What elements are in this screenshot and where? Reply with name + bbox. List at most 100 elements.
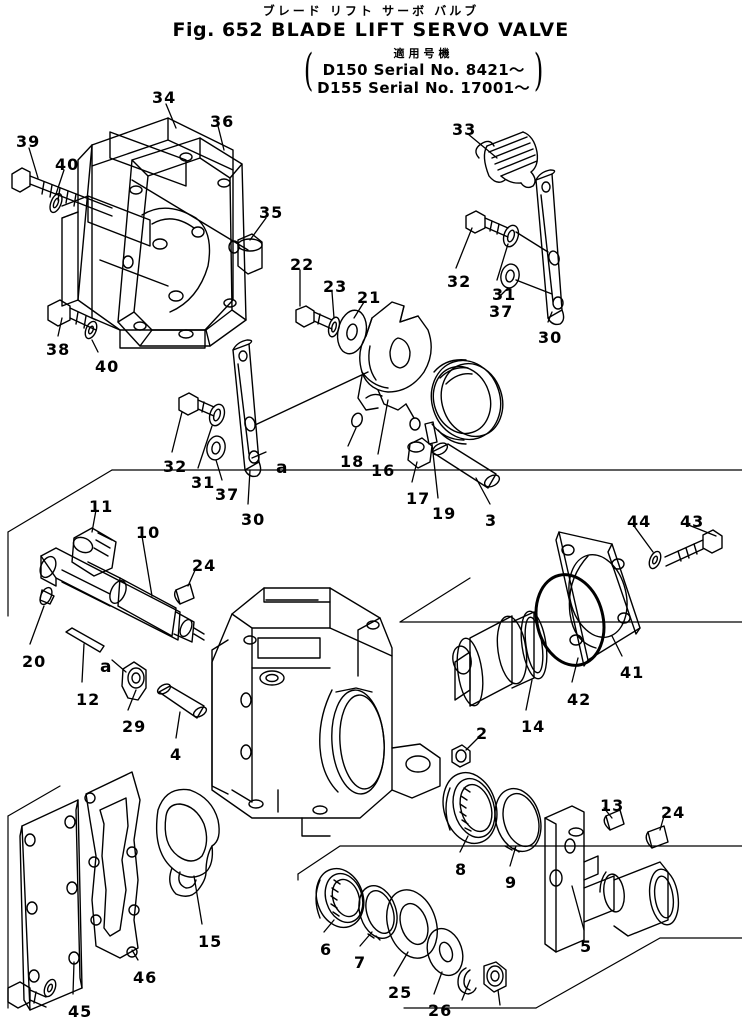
part-24-key-upper [173,583,195,605]
callout-17: 17 [406,489,431,508]
callout-34: 34 [152,88,177,107]
part-41-end-cover-plate [555,531,641,667]
part-8-bearing [442,771,498,845]
callout-40-lower: 40 [95,357,120,376]
callout-37-upper: 37 [489,302,514,321]
page-title: Fig. 652 BLADE LIFT SERVO VALVE [0,19,742,41]
part-42-o-ring [534,573,606,667]
callout-7: 7 [354,953,367,972]
callout-32-upper: 32 [447,272,472,291]
callout-41: 41 [620,663,645,682]
callout-4: 4 [170,745,183,764]
part-12-pin [65,627,105,653]
callout-25: 25 [388,983,413,1002]
part-33-spring [475,131,539,189]
part-14-piston [452,610,548,707]
part-26-washer [426,927,464,977]
part-37-bushing-lower [206,435,226,461]
callout-11: 11 [89,497,114,516]
figure-number: Fig. 652 [172,19,264,41]
reference-frame-bottom [7,785,742,1009]
callout-31-lower: 31 [191,473,216,492]
part-2-plug [451,744,471,768]
paren-close: ) [533,45,544,96]
diagram-title-block: ブレード リフト サーボ バルブ Fig. 652 BLADE LIFT SER… [0,4,742,41]
part-24-key-lower [645,825,669,849]
serial-note-kana: 適用号機 [393,47,454,60]
part-5-cylinder [544,805,680,953]
callout-15: 15 [198,932,223,951]
part-38-bolt [47,299,97,331]
part-4-pin [156,683,208,719]
part-22-bolt [295,305,333,330]
callout-21: 21 [357,288,382,307]
part-31-collar-upper [502,224,520,248]
callout-40-upper: 40 [55,155,80,174]
callout-35: 35 [259,203,284,222]
callout-26: 26 [428,1001,453,1020]
part-1-valve-body-housing [211,587,441,837]
callout-30-upper: 30 [538,328,563,347]
callout-37-lower: 37 [215,485,240,504]
callout-9: 9 [505,873,518,892]
callout-a-lever: a [276,458,289,478]
callout-42: 42 [567,690,592,709]
callout-43: 43 [680,512,705,531]
callout-39: 39 [16,132,41,151]
part-40-washer-upper [49,192,63,214]
callout-2: 2 [476,724,489,743]
callout-33: 33 [452,120,477,139]
callout-30-lower: 30 [241,510,266,529]
figure-title-english: BLADE LIFT SERVO VALVE [270,19,570,41]
part-lock-washer [457,967,477,995]
part-13-key [603,809,625,831]
callout-8: 8 [455,860,468,879]
callout-22: 22 [290,255,315,274]
callout-24-upper: 24 [192,556,217,575]
part-32-bolt-upper [465,210,509,238]
part-46-gasket [84,771,141,959]
part-6-bearing [315,867,365,929]
part-30-lever-upper [535,169,565,326]
callout-14: 14 [521,717,546,736]
serial-applicability-note: ( 適用号機 D150 Serial No. 8421～ D155 Serial… [300,44,620,98]
callout-24-lower: 24 [661,803,686,822]
assembly-axis-line [131,179,249,251]
serial-line-d150: D150 Serial No. 8421～ [322,61,525,79]
callout-16: 16 [371,461,396,480]
part-3-rod [431,442,501,489]
part-16-cam-lever [357,301,432,431]
part-19-pin [424,421,438,445]
part-15-bushing [155,788,220,897]
leader-lines [28,103,717,1006]
callout-31-upper: 31 [492,285,517,304]
part-30-lever-lower [232,339,262,478]
callout-23: 23 [323,277,348,296]
part-29-bushing [121,661,147,701]
callout-5: 5 [580,937,593,956]
part-9-snap-ring [494,787,542,853]
paren-open: ( [303,45,314,96]
part-45-washer [43,978,57,998]
part-ring-stack [430,359,504,445]
part-25-washer-large [386,889,438,959]
callout-38: 38 [46,340,71,359]
link-line-lever-cam [254,371,369,426]
part-20-washer [39,586,55,606]
callout-46: 46 [133,968,158,987]
part-10-spool-valve [39,547,205,643]
callout-36: 36 [210,112,235,131]
part-7-snap-ring [358,885,398,941]
part-21-plate [336,309,368,355]
callout-13: 13 [600,796,625,815]
callout-29: 29 [122,717,147,736]
part-45-bolt [7,981,47,1009]
part-43-bolt [664,529,723,567]
part-31-collar-lower [208,403,226,427]
title-kana: ブレード リフト サーボ バルブ [262,4,480,18]
callout-a-spool: a [100,657,113,677]
callout-32-lower: 32 [163,457,188,476]
part-18-pin [351,412,363,428]
